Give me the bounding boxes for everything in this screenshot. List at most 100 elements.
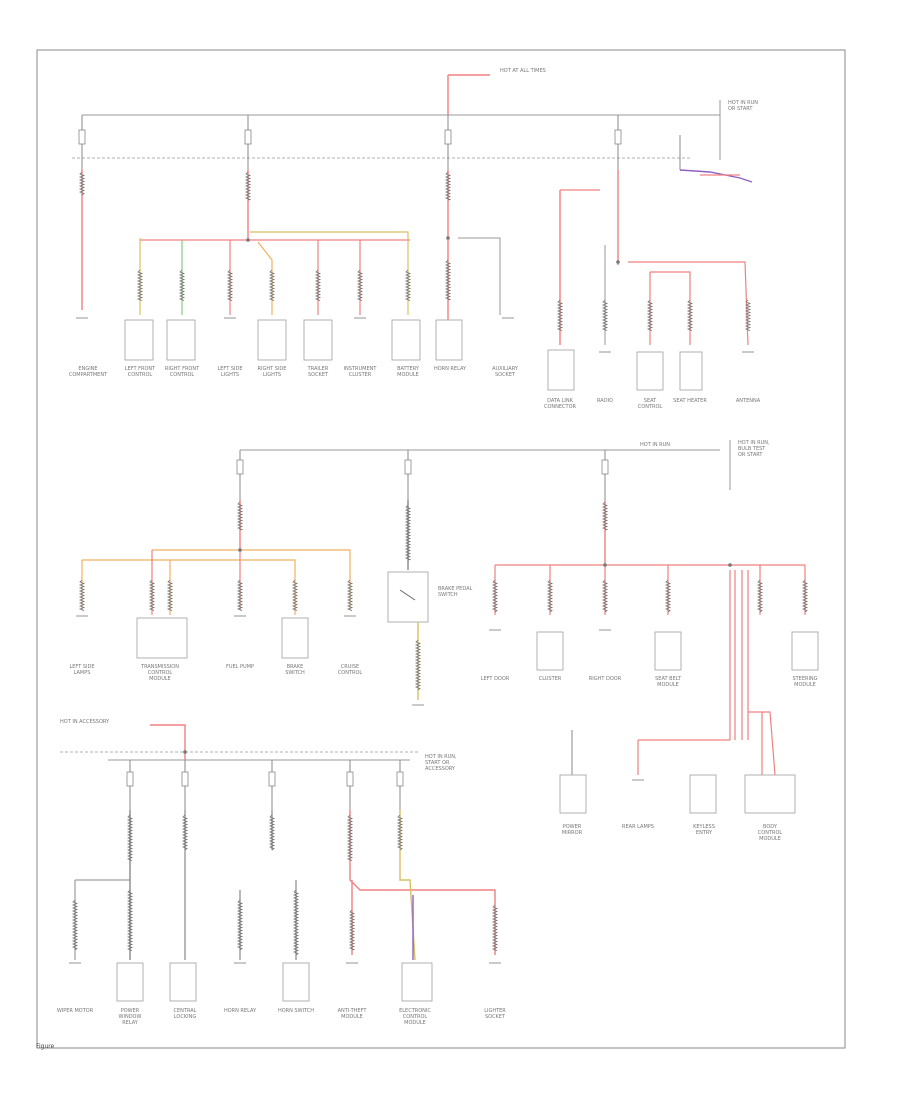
splice-point [246,238,250,242]
connector-terminal [78,579,86,611]
component-box [791,631,819,671]
splice-point [603,563,607,567]
middle-label-8: CLUSTER [539,676,562,682]
connector-terminal [236,501,244,531]
bottom-label-4: HORN RELAY [224,1008,257,1014]
bottom-fuse-4 [346,771,354,787]
fuse-1 [78,129,86,145]
bottom-fuse-3 [268,771,276,787]
connector-terminal [404,504,412,561]
component-box [281,617,309,659]
connector-terminal [226,269,234,301]
connector-terminal [756,579,764,613]
switch-contact [399,589,416,601]
red-wire [628,261,749,346]
component-box [136,617,188,659]
red-wire [150,724,186,760]
red-wire [650,271,691,345]
top-label-12: RADIO [597,398,613,404]
connector-terminal [601,299,609,331]
component-box [547,349,575,391]
top-label-9: HORN RELAY [434,366,467,372]
connector-terminal [444,259,452,301]
connector-terminal [181,814,189,851]
connector-terminal [444,171,452,201]
component-box [744,774,796,814]
middle-feed-label: HOT IN RUN [640,442,670,448]
component-box [435,319,463,361]
middle-fuse-2 [404,459,412,475]
red-wire [349,810,496,955]
top-label-15: ANTENNA [736,398,761,404]
connector-terminal [292,889,300,956]
red-wire [748,711,776,776]
fuse-4 [614,129,622,145]
connector-terminal [268,814,276,851]
bottom-fuse-5 [396,771,404,787]
middle-label-7: LEFT DOOR [481,676,510,682]
connector-terminal [148,579,156,611]
splice-point [183,750,187,754]
connector-terminal [346,579,354,611]
figure-label: Figure [36,1043,55,1050]
bottom-feed-label: HOT IN ACCESSORY [60,719,110,725]
connector-terminal [646,299,654,331]
connector-terminal [414,639,422,691]
connector-terminal [236,579,244,611]
fuse-3 [444,129,452,145]
connector-terminal [244,171,252,201]
middle-fuse-3 [601,459,609,475]
bottom-fuse-2 [181,771,189,787]
connector-terminal [268,269,276,301]
splice-point [238,548,242,552]
connector-terminal [744,299,752,331]
connector-terminal [396,814,404,851]
component-box [559,774,587,814]
connector-terminal [178,269,186,301]
middle-label-3: FUEL PUMP [226,664,254,670]
connector-terminal [166,579,174,611]
connector-terminal [556,299,564,331]
connector-terminal [546,579,554,613]
component-box [401,962,433,1002]
component-box [636,351,664,391]
connector-terminal [78,171,86,196]
middle-label-9: RIGHT DOOR [589,676,622,682]
violet-wire [679,169,753,183]
connector-terminal [686,299,694,331]
component-box [391,319,421,361]
splice-point [616,260,620,264]
component-box [654,631,682,671]
component-box [282,962,310,1002]
orange-wire [257,241,273,315]
component-box [679,351,703,391]
bottom-fuse-1 [126,771,134,787]
component-box [169,962,197,1002]
splice-point [728,563,732,567]
component-box [166,319,196,361]
component-box [257,319,287,361]
connector-terminal [664,579,672,613]
orange-wire [240,559,296,615]
grey-wire [458,237,501,315]
